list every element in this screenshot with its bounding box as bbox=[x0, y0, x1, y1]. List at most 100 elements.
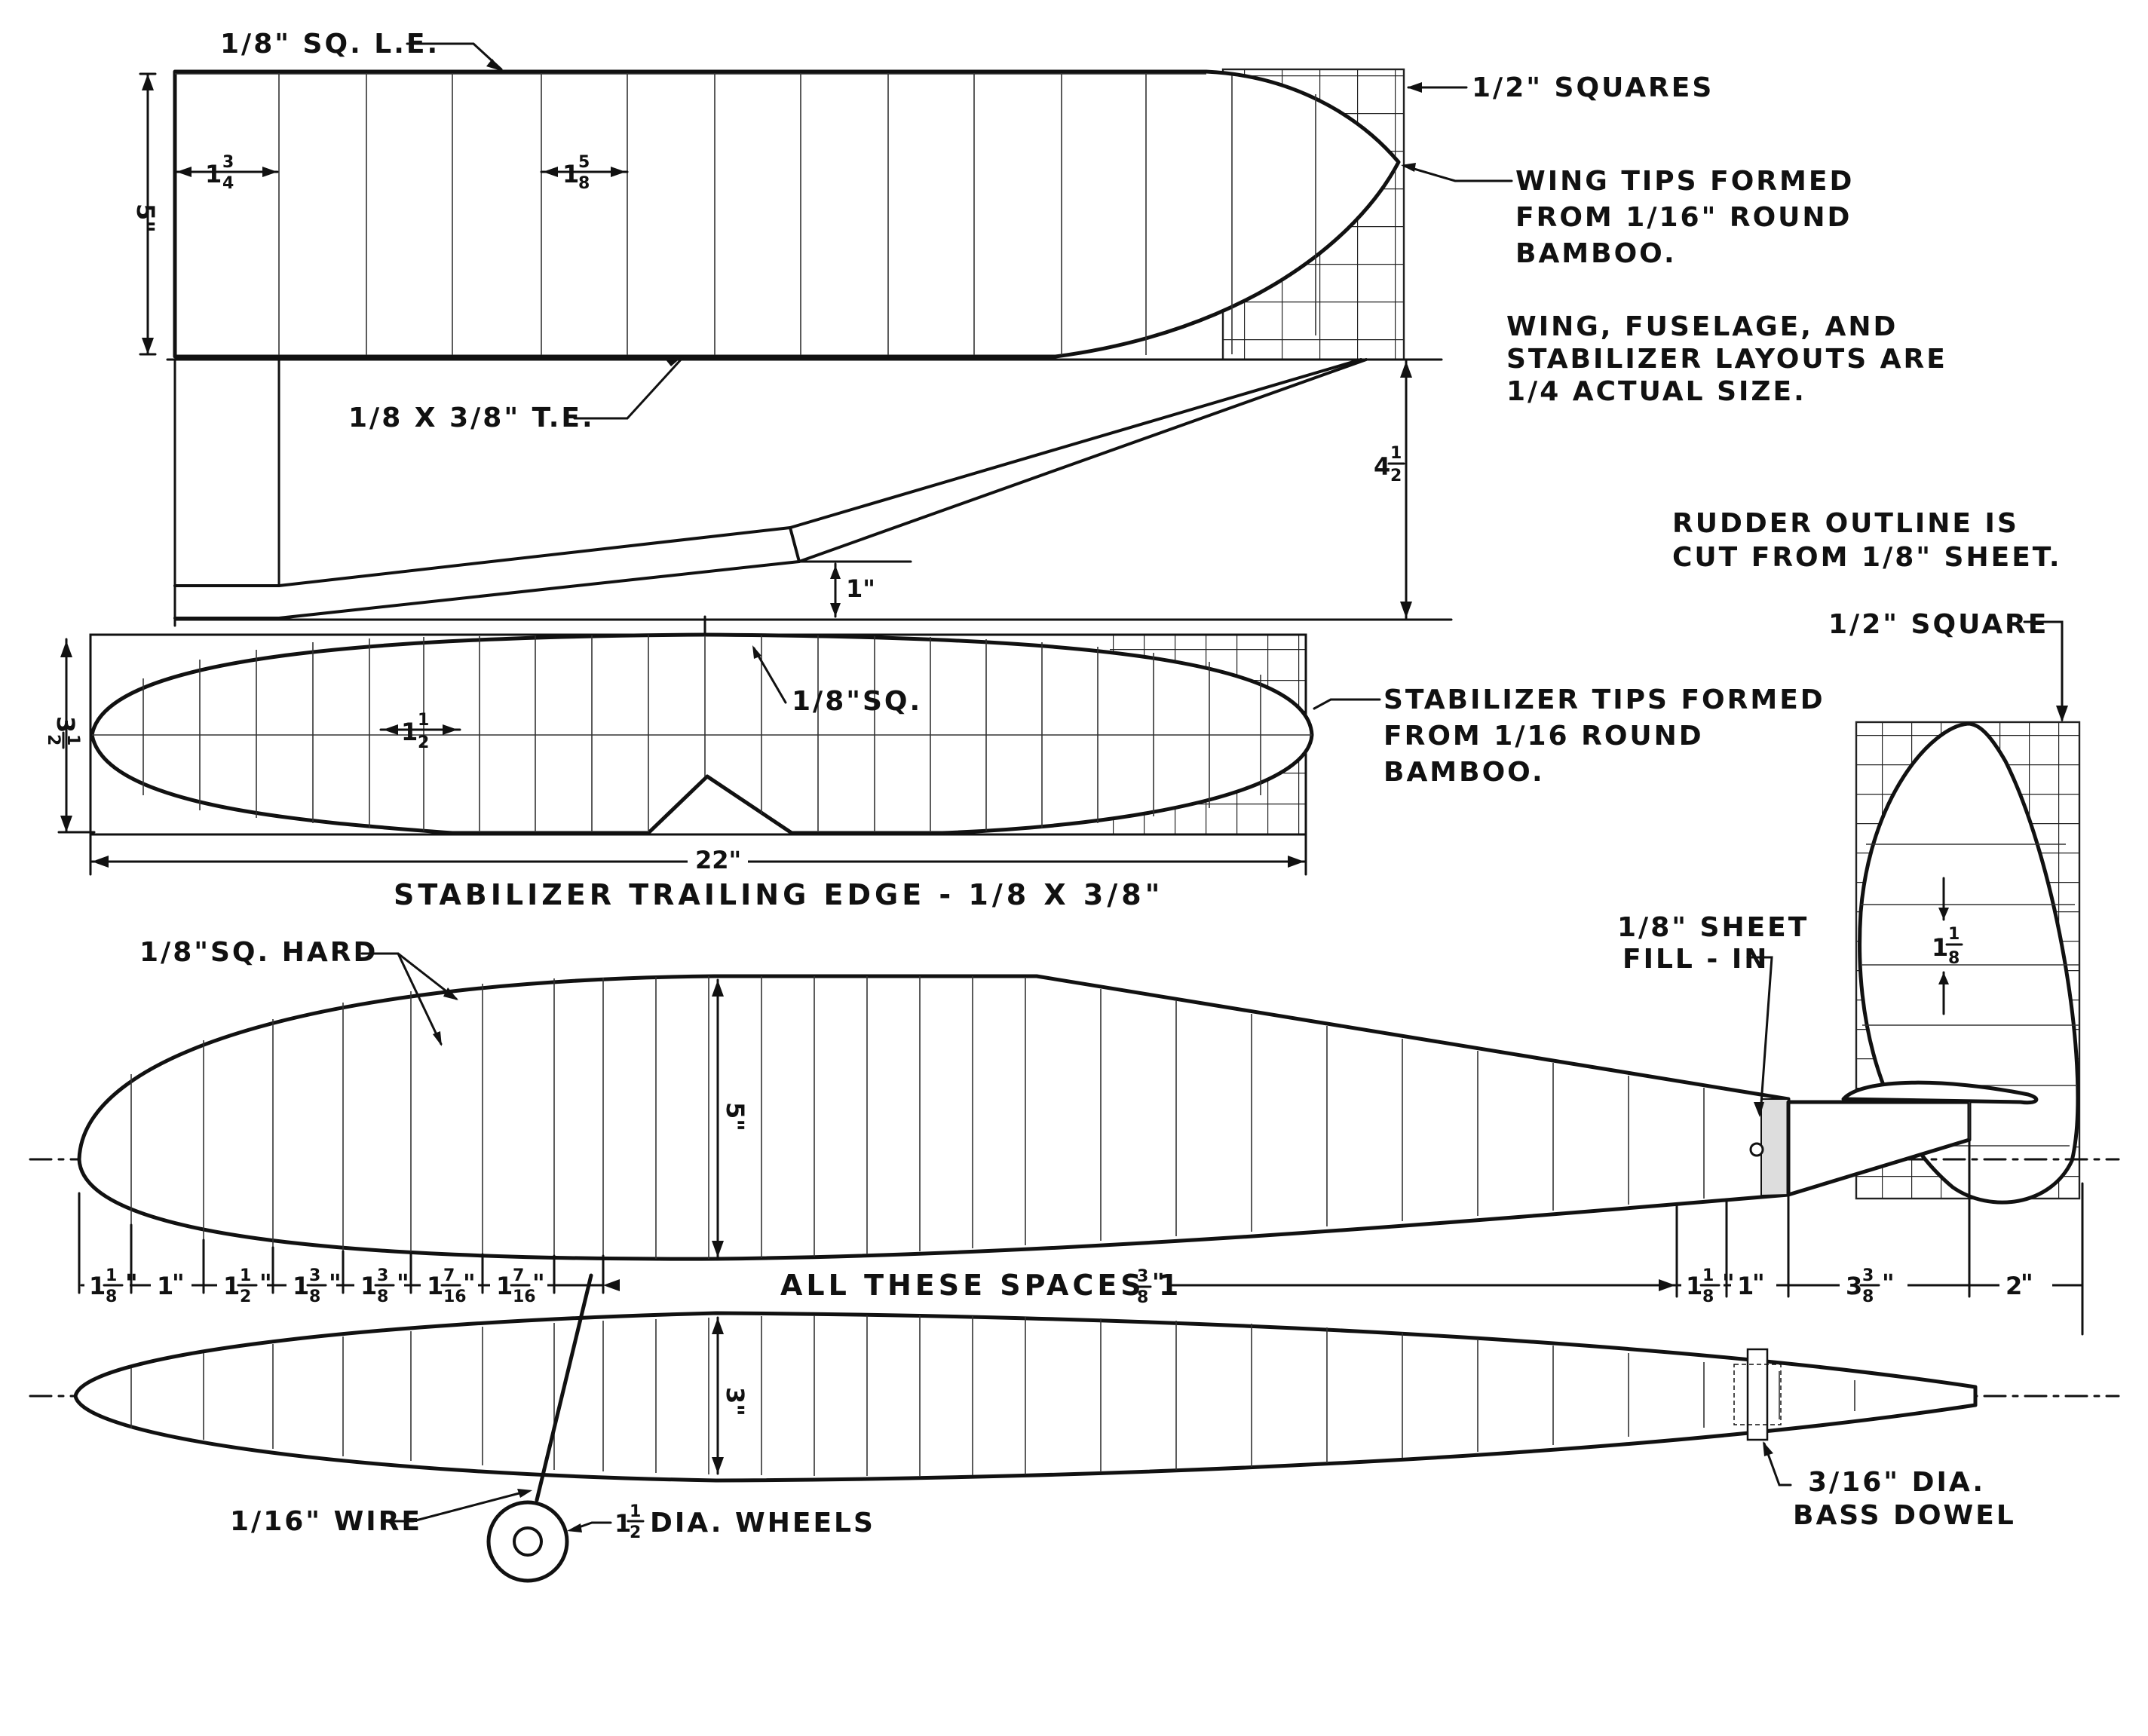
svg-text:1: 1 bbox=[106, 1266, 117, 1285]
fuselage-top-view: 3" bbox=[29, 1273, 2120, 1583]
stab-sq-label: 1/8"SQ. bbox=[792, 686, 922, 717]
svg-text:1: 1 bbox=[427, 1272, 443, 1300]
wire-label: 1/16" WIRE bbox=[230, 1506, 422, 1537]
svg-text:": " bbox=[1752, 1269, 1765, 1297]
svg-text:1: 1 bbox=[1948, 925, 1960, 944]
svg-text:1: 1 bbox=[1686, 1272, 1702, 1300]
stab-tips-line-2: FROM 1/16 ROUND bbox=[1383, 721, 1704, 752]
wing-outline bbox=[173, 69, 1401, 359]
svg-text:8: 8 bbox=[1702, 1287, 1714, 1306]
fuselage-side-view: 5" bbox=[29, 952, 2120, 1261]
svg-text:1: 1 bbox=[418, 711, 429, 730]
wing-plan: 5" 1 3 4 1 5 8 bbox=[131, 42, 1405, 361]
rudder-note-line-1: RUDDER OUTLINE IS bbox=[1672, 508, 2019, 539]
svg-text:": " bbox=[397, 1269, 409, 1297]
svg-text:ALL THESE SPACES 1: ALL THESE SPACES 1 bbox=[780, 1269, 1182, 1302]
svg-text:1: 1 bbox=[240, 1266, 251, 1285]
station-space-1: 1" bbox=[157, 1269, 185, 1300]
square-label: 1/2" SQUARE bbox=[1828, 609, 2048, 640]
svg-text:8: 8 bbox=[1137, 1288, 1148, 1307]
svg-text:2: 2 bbox=[418, 733, 429, 752]
te-label: 1/8 X 3/8" T.E. bbox=[348, 403, 595, 433]
tail-space-3: 2" bbox=[2006, 1269, 2033, 1300]
wing-tips-line-1: WING TIPS FORMED bbox=[1515, 166, 1854, 197]
wing-rib-space-left: 1 3 4 bbox=[205, 153, 237, 193]
squares-label: 1/2" SQUARES bbox=[1472, 72, 1714, 103]
svg-text:8: 8 bbox=[309, 1287, 320, 1306]
svg-text:": " bbox=[1722, 1269, 1735, 1297]
stab-tips-line-3: BAMBOO. bbox=[1383, 757, 1545, 788]
svg-text:16: 16 bbox=[513, 1287, 536, 1306]
svg-text:2: 2 bbox=[1390, 467, 1402, 485]
svg-text:8: 8 bbox=[1862, 1287, 1874, 1306]
svg-text:1: 1 bbox=[1702, 1266, 1714, 1285]
svg-text:8: 8 bbox=[1948, 949, 1960, 968]
wing-rib-space-mid: 1 5 8 bbox=[562, 153, 593, 193]
svg-text:1: 1 bbox=[360, 1272, 377, 1300]
svg-text:3: 3 bbox=[1846, 1272, 1862, 1300]
le-label: 1/8" SQ. L.E. bbox=[220, 29, 440, 60]
svg-text:1: 1 bbox=[205, 160, 222, 188]
svg-text:": " bbox=[2021, 1269, 2033, 1297]
svg-text:3: 3 bbox=[309, 1266, 320, 1285]
stab-te-label: STABILIZER TRAILING EDGE - 1/8 X 3/8" bbox=[394, 878, 1163, 911]
svg-text:2: 2 bbox=[630, 1523, 641, 1542]
svg-text:": " bbox=[1882, 1269, 1895, 1297]
svg-text:3: 3 bbox=[1862, 1266, 1874, 1285]
dowel-line-1: 3/16" DIA. bbox=[1808, 1467, 1985, 1498]
rudder-rib-space: 1 1 8 bbox=[1932, 925, 1963, 968]
svg-text:1: 1 bbox=[496, 1272, 513, 1300]
svg-text:": " bbox=[532, 1269, 545, 1297]
svg-text:1: 1 bbox=[1737, 1272, 1754, 1300]
dihedral-dim: 4 1 2 bbox=[1374, 444, 1405, 485]
dowel-hole-side bbox=[1749, 1142, 1764, 1157]
svg-text:7: 7 bbox=[513, 1266, 524, 1285]
stab-section bbox=[1841, 1080, 2039, 1105]
svg-text:4: 4 bbox=[222, 174, 234, 193]
svg-text:8: 8 bbox=[578, 174, 590, 193]
stabilizer-plan: 3 1 2 1 1 2 bbox=[44, 615, 1381, 876]
layout-note-line-1: WING, FUSELAGE, AND bbox=[1506, 311, 1898, 342]
svg-text:2: 2 bbox=[240, 1287, 251, 1306]
fuselage-side-outline bbox=[77, 974, 1791, 1261]
svg-text:1: 1 bbox=[223, 1272, 240, 1300]
svg-text:": " bbox=[172, 1269, 185, 1297]
svg-text:1: 1 bbox=[614, 1509, 631, 1538]
svg-text:5: 5 bbox=[578, 153, 590, 172]
svg-text:1: 1 bbox=[401, 718, 418, 746]
wing-front-view: 4 1 2 1" bbox=[166, 356, 1453, 627]
fuselage-top-stations bbox=[130, 1315, 1855, 1476]
wing-chord-label: 5" bbox=[131, 204, 160, 233]
svg-text:": " bbox=[125, 1269, 138, 1297]
all-spaces-label: ALL THESE SPACES 1 3 8 " bbox=[780, 1267, 1182, 1307]
fuse-side-depth: 5" bbox=[721, 1102, 749, 1131]
svg-text:1: 1 bbox=[1932, 933, 1948, 962]
svg-text:4: 4 bbox=[1374, 452, 1390, 481]
rudder-note-line-2: CUT FROM 1/8" SHEET. bbox=[1672, 542, 2062, 573]
svg-text:3: 3 bbox=[377, 1266, 388, 1285]
wing-tips-line-2: FROM 1/16" ROUND bbox=[1515, 202, 1852, 233]
svg-text:1: 1 bbox=[63, 734, 82, 746]
svg-text:DIA. WHEELS: DIA. WHEELS bbox=[650, 1508, 875, 1539]
stabilizer-outline bbox=[90, 632, 1314, 835]
fuse-top-width: 3" bbox=[721, 1387, 749, 1416]
sheet-fill-line-2: FILL - IN bbox=[1622, 944, 1769, 975]
span-dim: 22" bbox=[695, 846, 741, 874]
svg-text:2: 2 bbox=[2006, 1272, 2022, 1300]
wing-tips-line-3: BAMBOO. bbox=[1515, 238, 1677, 269]
svg-text:8: 8 bbox=[377, 1287, 388, 1306]
wheel-hub bbox=[513, 1526, 543, 1557]
svg-text:1: 1 bbox=[293, 1272, 309, 1300]
